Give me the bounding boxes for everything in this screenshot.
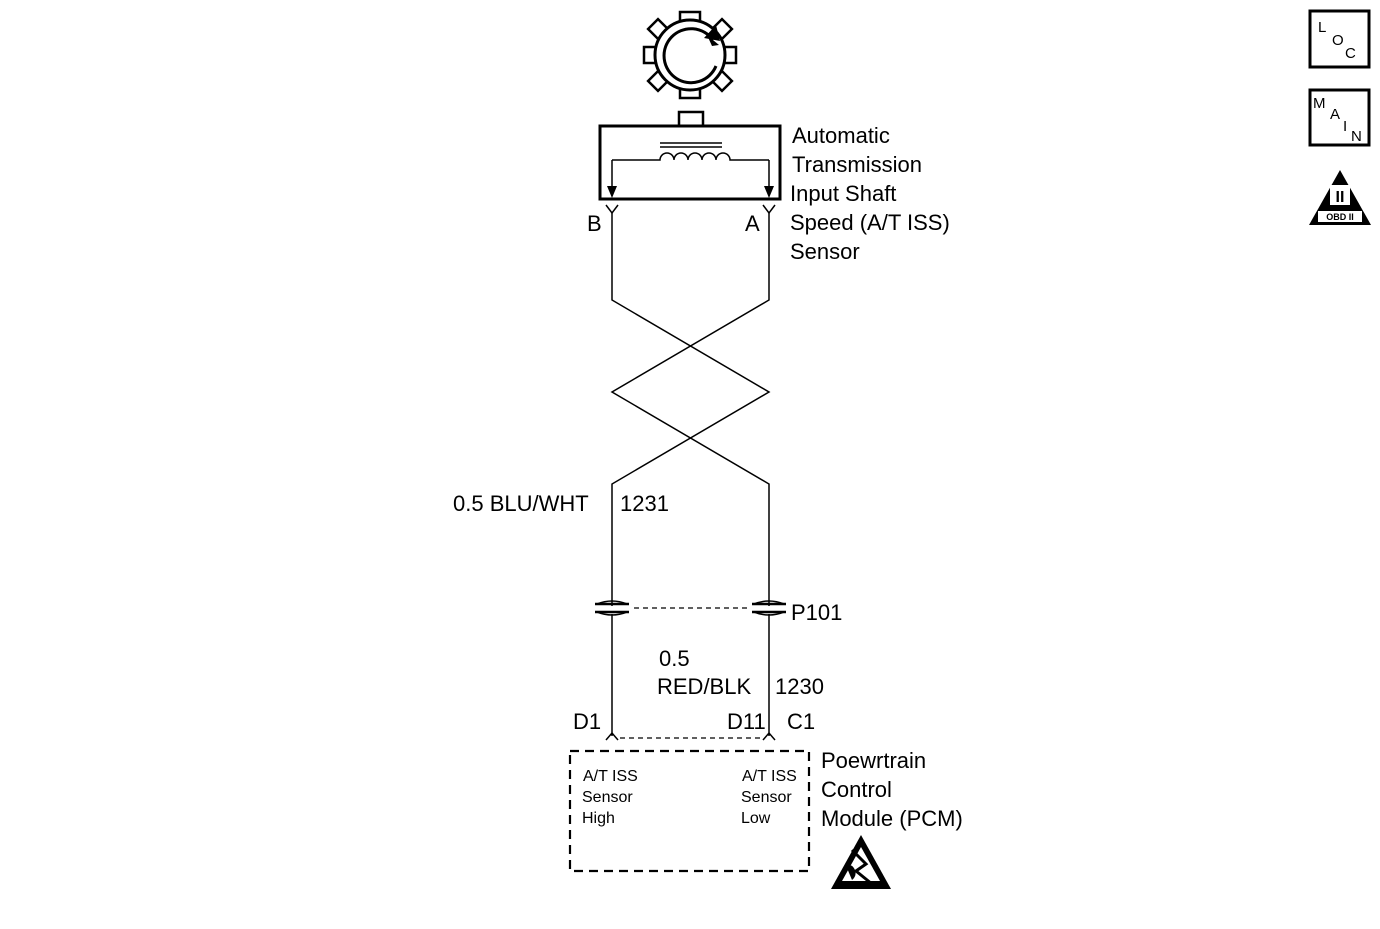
loc-button-letter-o: O: [1332, 32, 1344, 49]
connector-p101: [595, 600, 786, 616]
main-button-letter-a: A: [1330, 106, 1340, 123]
wire-1230-color: RED/BLK: [657, 674, 751, 699]
loc-button-letter-l: L: [1318, 19, 1326, 36]
pcm-pin-d1-label: D1: [573, 709, 601, 734]
pcm-terminal-high-line: High: [582, 810, 615, 827]
sensor-pin-b-terminal: [605, 204, 619, 215]
pcm-connector-c1-label: C1: [787, 709, 815, 734]
pcm-name-line: Control: [821, 777, 892, 802]
sensor-name-line: Input Shaft: [790, 181, 896, 206]
wire-1231-circuit: 1231: [620, 491, 669, 516]
loc-button[interactable]: L O C: [1308, 9, 1371, 69]
pcm-terminal-high-line: A/T ISS: [583, 768, 638, 785]
pcm-terminal-low-line: A/T ISS: [742, 768, 797, 785]
pcm-terminal-high-line: Sensor: [582, 789, 633, 806]
main-button[interactable]: M A I N: [1308, 88, 1371, 147]
wire-1230-circuit: 1230: [775, 674, 824, 699]
twisted-pair-wires: [610, 213, 771, 606]
pcm-terminal-low: A/T ISS Sensor Low: [741, 768, 797, 827]
sensor-housing: [598, 110, 782, 201]
esd-warning-icon: [831, 835, 891, 889]
pcm-terminals: [605, 731, 776, 741]
pcm-terminal-low-line: Sensor: [741, 789, 792, 806]
reluctor-wheel-icon: [642, 10, 738, 100]
sensor-name-line: Automatic: [792, 123, 890, 148]
sensor-name: Automatic Transmission Input Shaft Speed…: [790, 123, 950, 264]
main-button-letter-i: I: [1343, 118, 1347, 135]
obd-ii-label: OBD II: [1326, 212, 1354, 222]
sensor-name-line: Sensor: [790, 239, 860, 264]
wire-1230-gauge: 0.5: [659, 646, 690, 671]
wire-1231-gauge-color: 0.5 BLU/WHT: [453, 491, 589, 516]
pcm-terminal-high: A/T ISS Sensor High: [582, 768, 638, 827]
lower-wires: [611, 614, 770, 736]
obd-ii-numeral: II: [1336, 189, 1345, 206]
pcm-pin-d11-label: D11: [727, 709, 766, 734]
pcm-name: Poewrtrain Control Module (PCM): [821, 748, 963, 831]
main-button-letter-m: M: [1313, 95, 1326, 112]
sensor-name-line: Transmission: [792, 152, 922, 177]
loc-button-letter-c: C: [1345, 45, 1356, 62]
sensor-name-line: Speed (A/T ISS): [790, 210, 950, 235]
sensor-pin-b-label: B: [587, 211, 602, 236]
main-button-letter-n: N: [1351, 128, 1362, 145]
obd-ii-icon[interactable]: II OBD II: [1309, 170, 1371, 225]
sensor-pin-a-terminal: [762, 204, 776, 215]
pcm-terminal-low-line: Low: [741, 810, 771, 827]
sensor-pin-a-label: A: [745, 211, 760, 236]
pcm-name-line: Module (PCM): [821, 806, 963, 831]
connector-p101-label: P101: [791, 600, 842, 625]
pcm-name-line: Poewrtrain: [821, 748, 926, 773]
